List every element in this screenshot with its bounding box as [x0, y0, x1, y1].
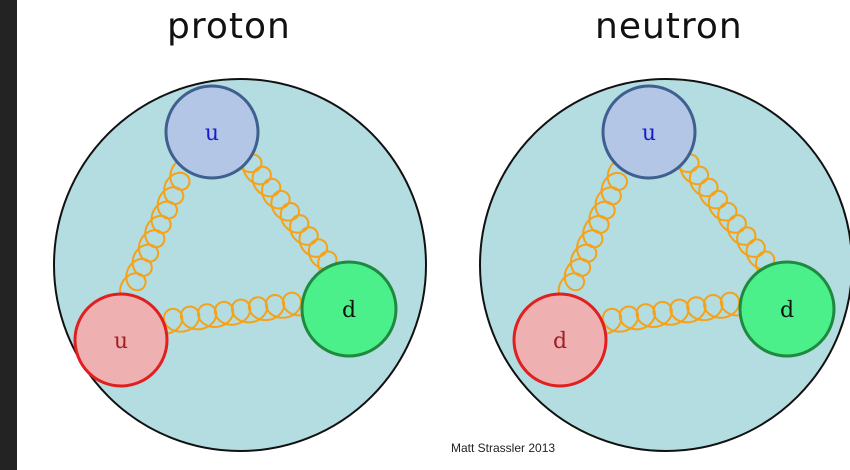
quark-top-circle	[601, 84, 697, 180]
quark-left: d	[512, 292, 608, 388]
quark-right-label: d	[780, 298, 794, 323]
gluon-spring-u-to-red	[118, 157, 197, 306]
quark-left-circle	[73, 292, 169, 388]
quark-top-circle	[164, 84, 260, 180]
quark-top: u	[164, 84, 260, 180]
nucleon-diagrams: u d u u	[53, 78, 850, 452]
gluon-spring-u-to-red	[557, 157, 635, 306]
neutron-title: neutron	[595, 6, 743, 47]
gluon-spring-red-to-green	[601, 291, 741, 335]
gluon-spring-red-to-green	[162, 291, 303, 335]
neutron-diagram: u d d	[479, 78, 850, 452]
diagram-panel: proton neutron u d u	[17, 0, 850, 470]
quark-right-circle	[738, 260, 836, 358]
quark-top-label: u	[642, 121, 656, 146]
quark-left: u	[73, 292, 169, 388]
quark-left-label: u	[114, 329, 128, 354]
gluon-spring-u-to-green	[674, 153, 776, 275]
quark-right: d	[300, 260, 398, 358]
quark-left-circle	[512, 292, 608, 388]
quark-right-label: d	[342, 298, 356, 323]
quark-top: u	[601, 84, 697, 180]
quark-right-circle	[300, 260, 398, 358]
quark-right: d	[738, 260, 836, 358]
quark-top-label: u	[205, 121, 219, 146]
gluon-spring-u-to-green	[236, 153, 338, 275]
proton-title: proton	[167, 6, 291, 47]
proton-diagram: u d u	[53, 78, 427, 452]
quark-left-label: d	[553, 329, 567, 354]
credit-text: Matt Strassler 2013	[451, 441, 556, 455]
